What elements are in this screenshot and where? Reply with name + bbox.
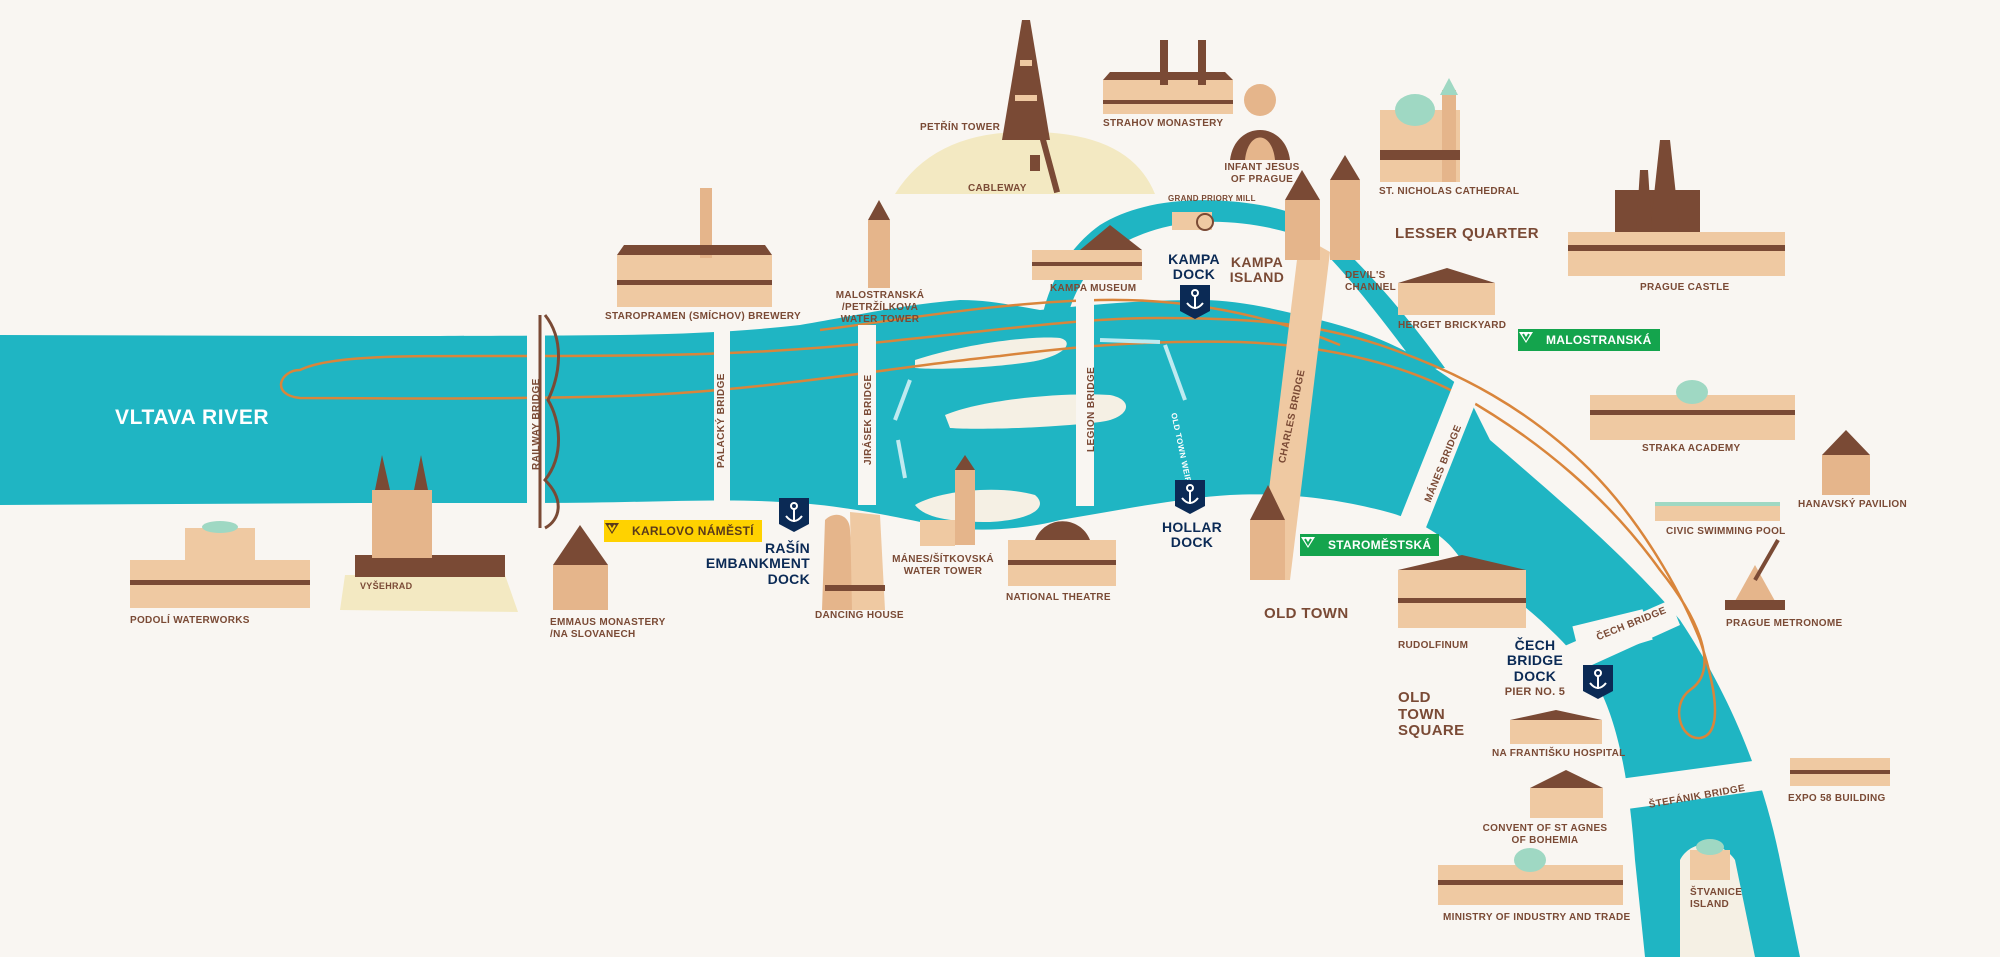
district-lesser-quarter: LESSER QUARTER	[1395, 225, 1539, 242]
vysehrad-building	[355, 455, 505, 577]
metronome-structure	[1725, 539, 1785, 610]
na-frantisku-building	[1510, 710, 1602, 744]
metro-karlovo-namesti[interactable]: KARLOVO NÁMĚSTÍ	[604, 520, 762, 542]
label-national-theatre: NATIONAL THEATRE	[1006, 592, 1111, 603]
weirs	[893, 338, 1187, 479]
vltava-river-main	[0, 300, 1800, 957]
label-podoli: PODOLÍ WATERWORKS	[130, 615, 250, 626]
bridge-palacky-label: PALACKÝ BRIDGE	[716, 373, 727, 468]
rasin-dock-marker[interactable]	[779, 498, 809, 532]
label-na-frantisku: NA FRANTIŠKU HOSPITAL	[1492, 748, 1626, 759]
vysehrad-park	[340, 575, 518, 612]
label-vysehrad: VYŠEHRAD	[360, 581, 413, 591]
river-name-label: VLTAVA RIVER	[115, 406, 270, 429]
metro-icon	[1301, 537, 1315, 548]
metro-icon	[605, 523, 619, 534]
rudolfinum-building	[1398, 555, 1526, 628]
anchor-icon	[1583, 665, 1613, 699]
label-devils-channel: DEVIL'S CHANNEL	[1345, 270, 1396, 293]
label-cableway: CABLEWAY	[968, 183, 1027, 194]
kampa-dock-marker[interactable]	[1180, 285, 1210, 319]
petrin-tower	[1002, 20, 1061, 194]
national-theatre-building	[1008, 521, 1116, 586]
stvanice-building	[1690, 839, 1730, 880]
straka-academy-building	[1590, 380, 1795, 440]
label-ministry: MINISTRY OF INDUSTRY AND TRADE	[1443, 912, 1631, 923]
bridge-legion-label: LEGION BRIDGE	[1086, 366, 1097, 452]
metro-malostranska-label: MALOSTRANSKÁ	[1546, 333, 1652, 347]
district-old-town: OLD TOWN	[1264, 605, 1349, 622]
label-manes-tower: MÁNES/ŠÍTKOVSKÁ WATER TOWER	[892, 554, 994, 577]
label-petrin-tower: PETŘÍN TOWER	[920, 122, 1001, 133]
rasin-dock-label: RAŠÍN EMBANKMENT DOCK	[705, 540, 810, 587]
label-emmaus: EMMAUS MONASTERY /NA SLOVANECH	[550, 617, 666, 640]
label-st-nicholas: ST. NICHOLAS CATHEDRAL	[1379, 186, 1520, 197]
manes-water-tower	[920, 455, 975, 546]
metro-staromestska[interactable]: STAROMĚSTSKÁ	[1300, 534, 1440, 556]
civic-pool-building	[1655, 502, 1780, 521]
anchor-icon	[1180, 285, 1210, 319]
bridge-jirasek-label: JIRÁSEK BRIDGE	[863, 374, 874, 465]
petrin-park	[895, 131, 1155, 194]
label-herget: HERGET BRICKYARD	[1398, 320, 1507, 331]
label-malostranska-tower: MALOSTRANSKÁ /PETRŽÍLKOVA WATER TOWER	[835, 290, 925, 325]
label-straka: STRAKA ACADEMY	[1642, 443, 1741, 454]
cech-dock-marker[interactable]	[1583, 665, 1613, 699]
bridge-railway-label: RAILWAY BRIDGE	[531, 378, 542, 470]
dancing-house-building	[822, 512, 885, 610]
label-grand-priory-mill: GRAND PRIORY MILL	[1168, 194, 1256, 203]
hollar-dock-marker[interactable]	[1175, 480, 1205, 514]
label-metronome: PRAGUE METRONOME	[1726, 618, 1843, 629]
metro-staromestska-label: STAROMĚSTSKÁ	[1328, 538, 1432, 552]
emmaus-building	[553, 525, 608, 610]
district-kampa-island: KAMPA ISLAND	[1229, 254, 1285, 286]
hanavsky-building	[1822, 430, 1870, 495]
podoli-building	[130, 521, 310, 608]
label-stvanice: ŠTVANICE ISLAND	[1690, 887, 1743, 910]
boat-route	[279, 316, 1717, 740]
label-st-agnes: CONVENT OF ST AGNES OF BOHEMIA	[1482, 823, 1608, 846]
expo58-building	[1790, 758, 1890, 786]
metro-karlovo-label: KARLOVO NÁMĚSTÍ	[632, 524, 754, 538]
anchor-icon	[779, 498, 809, 532]
cech-pier-label: PIER NO. 5	[1504, 686, 1566, 699]
hollar-dock-label: HOLLAR DOCK	[1161, 519, 1223, 551]
label-hanavsky: HANAVSKÝ PAVILION	[1798, 499, 1907, 510]
metro-malostranska[interactable]: MALOSTRANSKÁ	[1518, 329, 1660, 351]
label-kampa-museum: KAMPA MUSEUM	[1050, 283, 1137, 294]
staropramen-building	[617, 188, 772, 307]
label-expo58: EXPO 58 BUILDING	[1788, 793, 1886, 804]
old-town-bridge-tower	[1250, 485, 1285, 580]
st-agnes-building	[1530, 770, 1603, 818]
cech-dock-label: ČECH BRIDGE DOCK PIER NO. 5	[1504, 637, 1566, 699]
bridges-shapes	[527, 235, 1765, 810]
st-nicholas-building	[1380, 78, 1460, 182]
boat-route-2	[819, 298, 1341, 347]
label-civic-pool: CIVIC SWIMMING POOL	[1666, 526, 1786, 537]
ministry-building	[1438, 848, 1623, 905]
anchor-icon	[1175, 480, 1205, 514]
kampa-dock-label: KAMPA DOCK	[1168, 251, 1220, 283]
district-old-town-square: OLD TOWN SQUARE	[1398, 689, 1465, 739]
label-staropramen: STAROPRAMEN (SMÍCHOV) BREWERY	[605, 311, 801, 322]
label-strahov: STRAHOV MONASTERY	[1103, 118, 1224, 129]
metro-icon	[1519, 332, 1533, 343]
herget-building	[1398, 268, 1495, 315]
label-dancing-house: DANCING HOUSE	[815, 610, 904, 621]
label-rudolfinum: RUDOLFINUM	[1398, 640, 1469, 651]
strahov-building	[1103, 40, 1233, 114]
island-strelecky	[915, 489, 1040, 522]
grand-priory-mill-building	[1172, 212, 1214, 231]
kampa-museum-building	[1032, 225, 1142, 280]
prague-castle-building	[1568, 140, 1785, 276]
infant-jesus-figure	[1230, 84, 1290, 160]
label-prague-castle: PRAGUE CASTLE	[1640, 282, 1730, 293]
devils-channel-lower	[1330, 255, 1445, 370]
malostranska-water-tower	[868, 200, 890, 288]
railway-bridge-truss	[538, 314, 560, 530]
label-infant-jesus: INFANT JESUS OF PRAGUE	[1224, 162, 1300, 185]
lesser-town-tower	[1285, 155, 1360, 260]
